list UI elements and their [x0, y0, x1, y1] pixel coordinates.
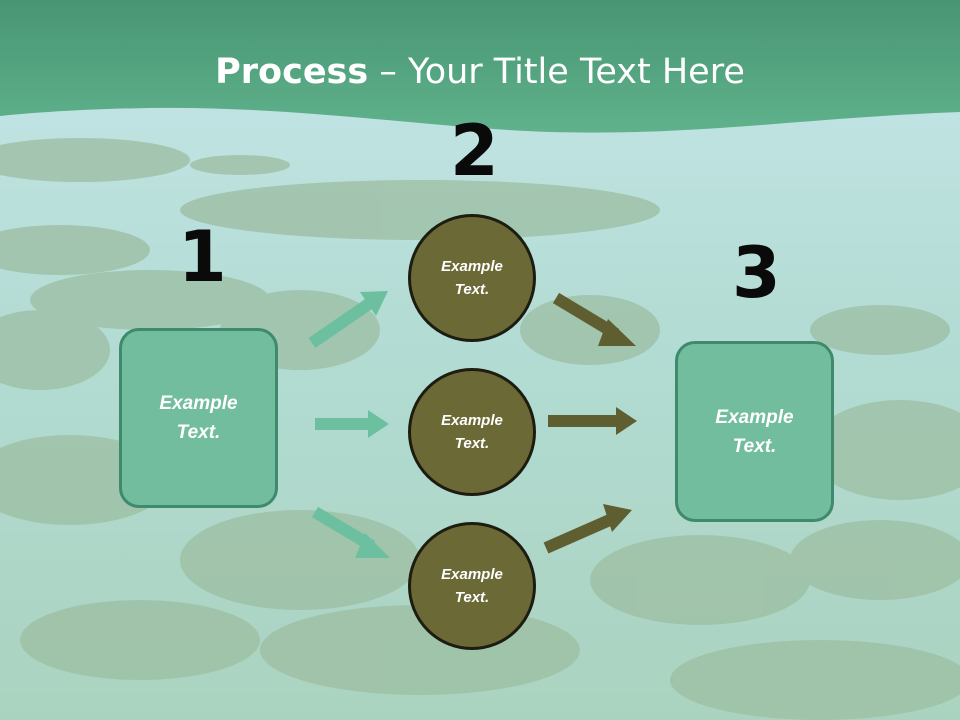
step-number-3: 3	[732, 232, 781, 314]
circle-1-text: Example Text.	[441, 258, 503, 298]
right-step-box: Example Text.	[675, 341, 834, 522]
circle-2-text: Example Text.	[441, 412, 503, 452]
slide-title: Process – Your Title Text Here	[0, 52, 960, 92]
title-bold: Process	[215, 52, 369, 92]
arrow-circle3-to-box3	[543, 513, 615, 554]
step-number-2: 2	[450, 110, 499, 192]
header-banner	[0, 0, 960, 133]
title-rest: – Your Title Text Here	[368, 52, 745, 92]
left-box-text: Example Text.	[159, 393, 238, 443]
circle-node-3: Example Text.	[408, 522, 536, 650]
island-shapes	[0, 138, 960, 720]
arrow-box1-to-circle1	[308, 298, 374, 348]
step-number-1: 1	[178, 216, 227, 298]
circle-node-2: Example Text.	[408, 368, 536, 496]
left-step-box: Example Text.	[119, 328, 278, 508]
circle-3-text: Example Text.	[441, 566, 503, 606]
arrows	[308, 291, 637, 558]
right-box-text: Example Text.	[715, 406, 794, 457]
circle-node-1: Example Text.	[408, 214, 536, 342]
